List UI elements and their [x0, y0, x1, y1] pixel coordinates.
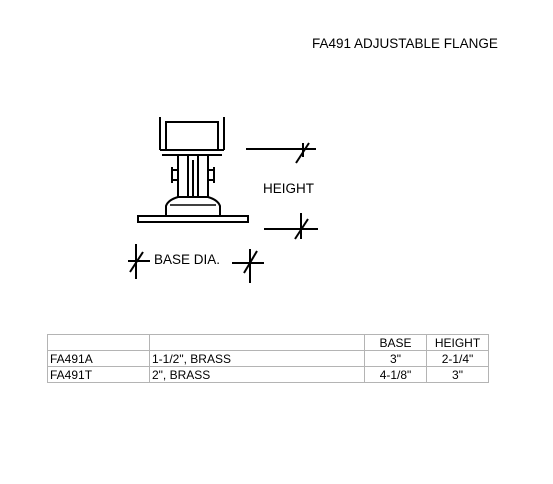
description-cell: 2", BRASS [149, 366, 365, 383]
base-plate [137, 215, 249, 223]
height-cell: 3" [426, 366, 489, 383]
height-dimension-bottom [264, 213, 318, 240]
base-dimension-right [232, 249, 264, 283]
table-header-row: BASE HEIGHT [47, 334, 489, 351]
height-cell: 2-1/4" [426, 350, 489, 367]
table-row: FA491A 1-1/2", BRASS 3" 2-1/4" [47, 350, 489, 367]
pipe-tube [159, 117, 225, 150]
pipe-collar [160, 121, 224, 156]
set-screw-right [208, 167, 215, 183]
height-dimension-top [246, 142, 316, 164]
base-cell: 4-1/8" [364, 366, 427, 383]
description-cell: 1-1/2", BRASS [149, 350, 365, 367]
base-dimension-left [128, 244, 150, 279]
height-label: HEIGHT [262, 181, 316, 196]
part-number-cell: FA491T [47, 366, 150, 383]
table-row: FA491T 2", BRASS 4-1/8" 3" [47, 366, 489, 383]
table-header-height: HEIGHT [426, 334, 489, 351]
flange-socket [177, 154, 209, 198]
spec-table: BASE HEIGHT FA491A 1-1/2", BRASS 3" 2-1/… [47, 334, 489, 383]
set-screw-left [171, 167, 178, 183]
flange-dome [165, 196, 221, 217]
table-header-base: BASE [364, 334, 427, 351]
table-header-cell [149, 334, 365, 351]
part-number-cell: FA491A [47, 350, 150, 367]
base-cell: 3" [364, 350, 427, 367]
base-diameter-label: BASE DIA. [153, 252, 222, 267]
table-header-cell [47, 334, 150, 351]
page-title: FA491 ADJUSTABLE FLANGE [312, 36, 498, 51]
